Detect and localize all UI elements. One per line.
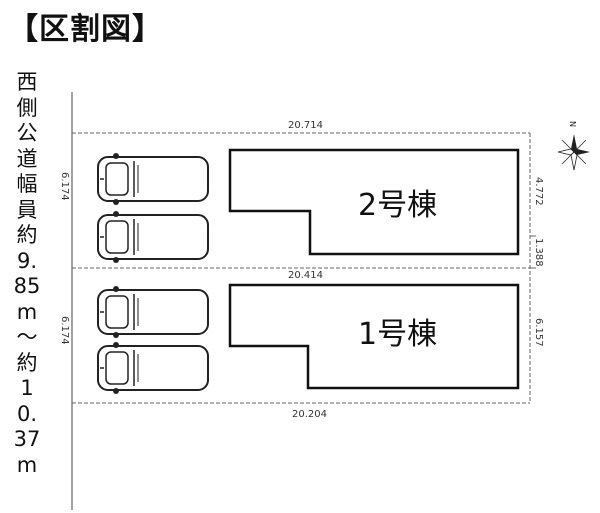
north-label: N (569, 121, 578, 127)
dimension-top: 20.714 (288, 120, 323, 131)
car-icon (97, 285, 209, 339)
compass-icon: N (557, 121, 590, 171)
building-2-outline (228, 148, 520, 256)
building-1-outline (228, 283, 520, 390)
car-icon (97, 210, 209, 264)
dimension-bottom: 20.204 (292, 409, 327, 420)
page-title: 【区割図】 (8, 12, 163, 47)
dimension-left-upper: 6.174 (59, 172, 70, 201)
building-1-label: 1号棟 (358, 317, 437, 352)
dimension-right-upper: 4.772 (533, 177, 544, 206)
dimension-right-lower: 6.157 (533, 318, 544, 347)
road-width-label: 西側公道幅員約9.85m～約10.37m (13, 70, 41, 477)
car-icon (97, 341, 209, 395)
dimension-left-lower: 6.174 (59, 316, 70, 345)
car-icon (97, 152, 209, 206)
building-2-label: 2号棟 (358, 188, 437, 223)
dimension-middle: 20.414 (288, 270, 323, 281)
dimension-right-step: 1.388 (533, 238, 544, 267)
